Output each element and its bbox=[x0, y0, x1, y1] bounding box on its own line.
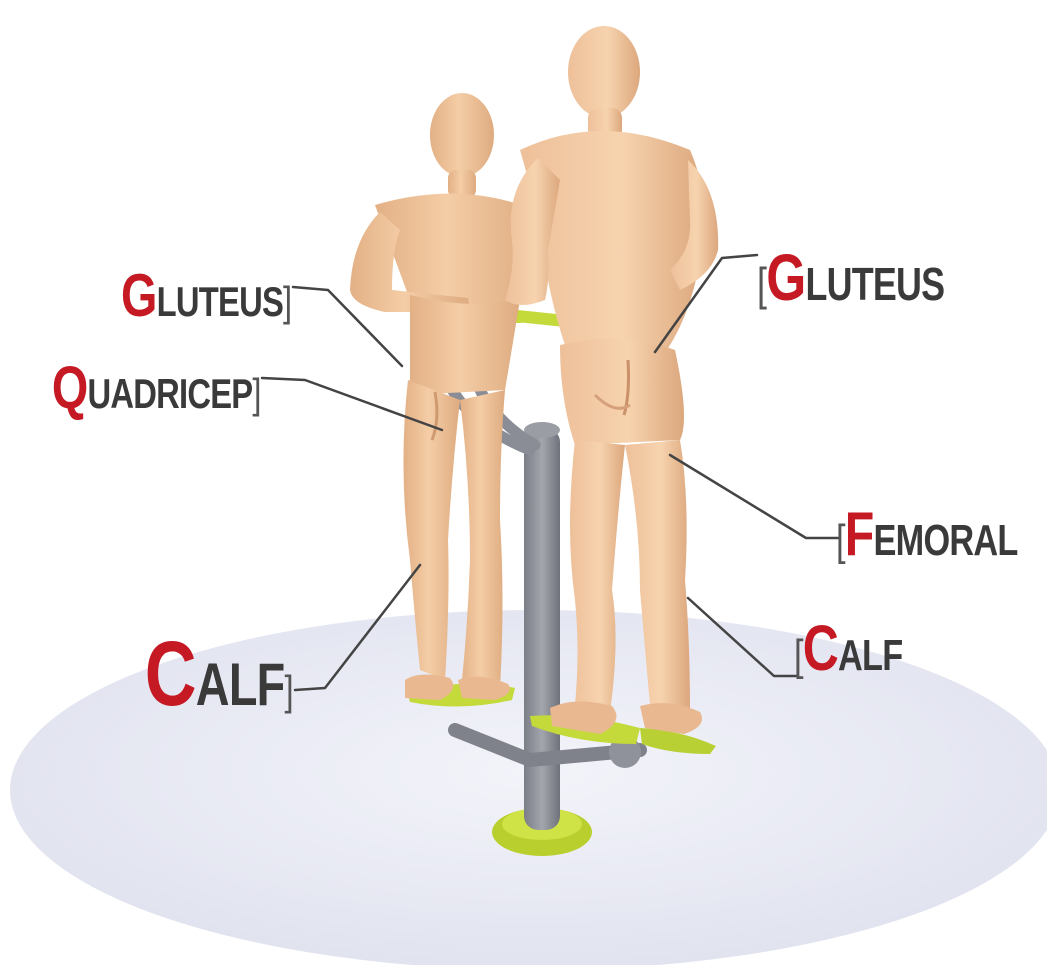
label-gluteus-right: [GLUTEUS bbox=[757, 244, 944, 310]
label-calf-right: [CALF bbox=[794, 616, 902, 680]
label-femoral: [FEMORAL bbox=[836, 504, 1018, 566]
equipment-pole bbox=[524, 428, 560, 830]
figure-left bbox=[350, 93, 535, 700]
label-quadricep: QUADRICEP] bbox=[52, 358, 261, 418]
label-gluteus-left: GLUTEUS] bbox=[121, 266, 291, 326]
label-calf-left: CALF] bbox=[145, 628, 293, 720]
line-femoral bbox=[670, 455, 838, 538]
